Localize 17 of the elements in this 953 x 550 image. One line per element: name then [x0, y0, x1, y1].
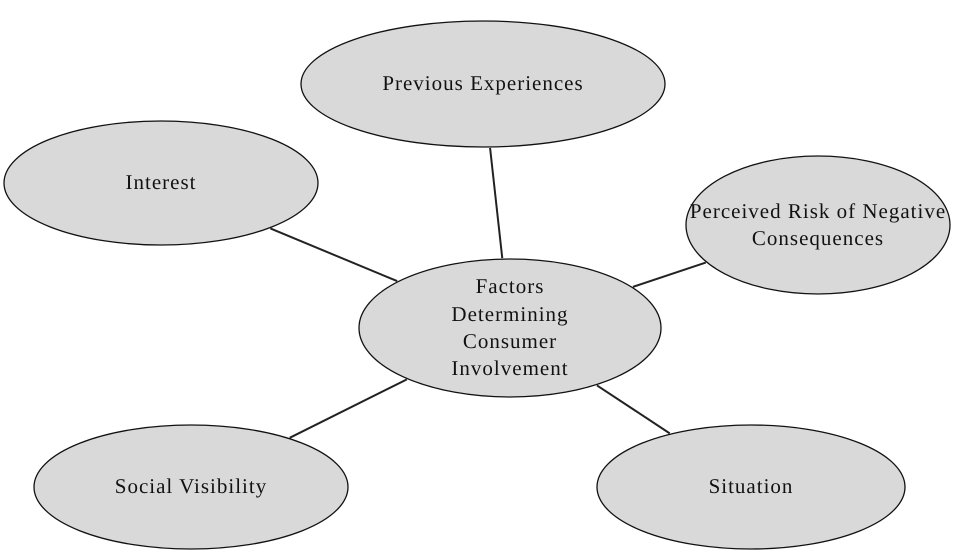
connector-line [632, 262, 706, 288]
factor-ellipse [33, 424, 349, 550]
connector-line [596, 384, 670, 434]
node-label: Factors Determining Consumer Involvement [450, 273, 570, 382]
connector-line [270, 228, 398, 282]
connector-line [489, 148, 504, 258]
factor-ellipse [685, 155, 951, 295]
node-label: Situation [708, 473, 794, 500]
node-label: Previous Experiences [382, 70, 584, 98]
factor-ellipse [358, 258, 662, 398]
factor-ellipse [300, 20, 666, 148]
node-label: Social Visibility [114, 473, 268, 500]
factor-ellipse [596, 424, 906, 550]
connector-line [289, 378, 408, 439]
node-label: Perceived Risk of Negative Consequences [688, 198, 948, 252]
node-label: Interest [126, 169, 196, 196]
factor-ellipse [3, 120, 319, 246]
